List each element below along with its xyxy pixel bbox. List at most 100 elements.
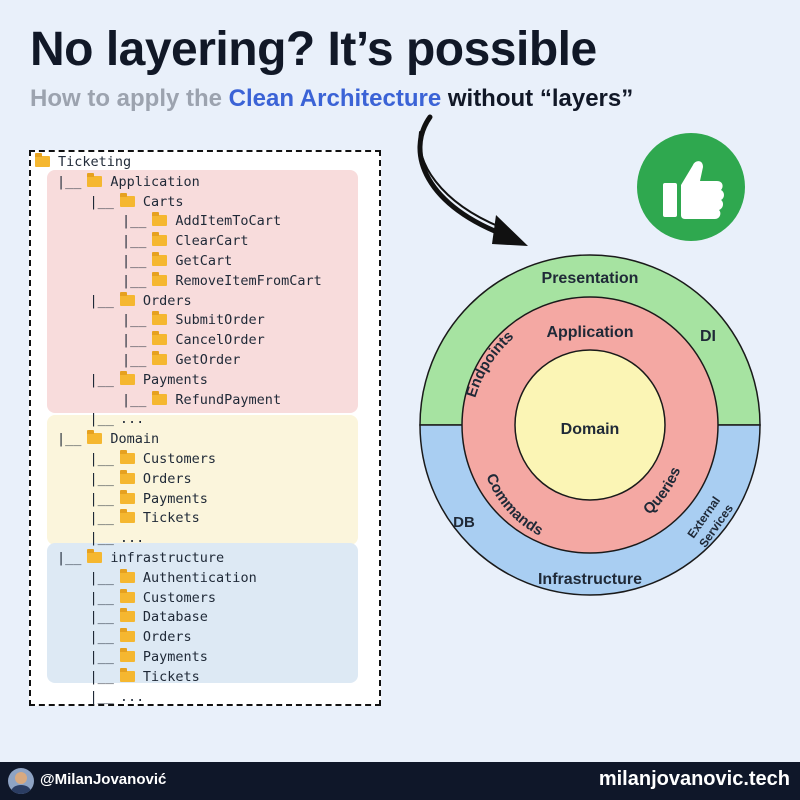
tree-row: |__ Payments (57, 370, 208, 390)
tree-connector: |__ (57, 510, 114, 527)
tree-label: AddItemToCart (175, 213, 282, 230)
subtitle-highlight: Clean Architecture (228, 85, 442, 112)
tree-row: |__ AddItemToCart (57, 211, 281, 231)
folder-icon (87, 549, 103, 563)
page-title: No layering? It’s possible (30, 23, 597, 76)
folder-icon (119, 648, 135, 662)
tree-label: CancelOrder (175, 332, 265, 349)
tree-row: |__ Tickets (57, 508, 200, 528)
tree-connector: |__ (57, 589, 114, 606)
di-label: DI (700, 328, 716, 345)
tree-row: |__ Customers (57, 588, 216, 608)
folder-tree-panel: Ticketing|__Application |__Carts |__AddI… (29, 150, 381, 706)
tree-connector: |__ (57, 213, 147, 230)
tree-connector: |__ (57, 668, 114, 685)
tree-connector: |__ (57, 371, 114, 388)
tree-row: |__ SubmitOrder (57, 310, 265, 330)
tree-label: Orders (142, 629, 192, 646)
tree-label: Customers (142, 451, 217, 467)
tree-connector: |__ (57, 550, 82, 566)
tree-label: SubmitOrder (175, 312, 265, 329)
tree-label: Payments (142, 371, 208, 388)
tree-row: |__ RefundPayment (57, 390, 281, 410)
tree-label: Customers (142, 589, 217, 606)
tree-row: |__Orders (57, 291, 192, 311)
application-label: Application (546, 324, 633, 341)
tree-label: Ticketing (58, 154, 132, 170)
infrastructure-group-highlight (47, 543, 358, 683)
curved-arrow-icon (417, 114, 528, 246)
tree-row: |__... (57, 528, 145, 548)
tree-label: RefundPayment (175, 391, 282, 408)
tree-connector: |__ (57, 193, 114, 210)
infrastructure-label: Infrastructure (538, 571, 642, 588)
tree-label: ... (119, 411, 145, 428)
tree-connector: |__ (57, 391, 147, 408)
tree-label: GetCart (175, 253, 233, 269)
tree-row: |__ Payments (57, 489, 208, 509)
subtitle-prefix: How to apply the (30, 85, 229, 112)
folder-icon (119, 509, 135, 524)
tree-row: |__ Customers (57, 449, 216, 469)
tree-label: Application (110, 173, 200, 190)
tree-connector: |__ (57, 173, 82, 190)
tree-connector: |__ (57, 629, 114, 646)
folder-icon (119, 588, 135, 603)
folder-icon (152, 232, 168, 247)
thumbs-up-icon (637, 133, 745, 241)
tree-row: |__Domain (57, 429, 159, 449)
domain-label: Domain (561, 421, 620, 438)
tree-connector: |__ (57, 530, 114, 547)
folder-icon (119, 489, 135, 504)
tree-label: ClearCart (175, 233, 249, 250)
folder-icon (152, 212, 168, 227)
tree-connector: |__ (57, 312, 147, 329)
tree-connector: |__ (57, 253, 147, 269)
tree-row: |__ infrastructure (57, 548, 224, 568)
folder-icon (152, 271, 168, 286)
tree-connector: |__ (57, 688, 114, 705)
folder-icon (119, 469, 135, 484)
db-label: DB (453, 514, 475, 531)
tree-connector: |__ (57, 609, 114, 626)
folder-icon (119, 291, 135, 306)
tree-row: |__ Application (57, 172, 200, 192)
tree-label: Payments (142, 490, 208, 507)
tree-label: Domain (110, 431, 160, 448)
tree-row: |__ GetCart (57, 251, 232, 271)
folder-icon (87, 172, 103, 187)
tree-connector: |__ (57, 490, 114, 507)
folder-icon (152, 390, 168, 405)
tree-row: |__ClearCart (57, 231, 249, 251)
tree-row: |__... (57, 687, 145, 707)
folder-icon (119, 608, 135, 623)
tree-connector: |__ (57, 451, 114, 467)
footer-bar: @MilanJovanović milanjovanovic.tech (0, 762, 800, 800)
avatar (8, 768, 34, 794)
folder-icon (119, 568, 135, 583)
tree-label: Authentication (142, 569, 257, 586)
folder-icon (35, 153, 50, 167)
tree-connector: |__ (57, 272, 147, 289)
folder-icon (119, 628, 135, 643)
presentation-label: Presentation (542, 270, 639, 287)
tree-label: Tickets (142, 510, 200, 527)
tree-row: Ticketing (35, 152, 131, 172)
tree-row: |__Orders (57, 469, 192, 489)
folder-icon (87, 430, 103, 445)
folder-icon (152, 311, 168, 326)
tree-label: Tickets (142, 668, 200, 685)
author-handle: @MilanJovanović (40, 771, 167, 788)
tree-label: infrastructure (110, 550, 225, 566)
folder-icon (152, 252, 168, 266)
folder-icon (152, 351, 168, 365)
tree-row: |__CancelOrder (57, 330, 265, 350)
tree-connector: |__ (57, 569, 114, 586)
tree-row: |__GetOrder (57, 350, 240, 370)
tree-label: RemoveItemFromCart (175, 272, 322, 289)
tree-label: Payments (142, 649, 208, 665)
tree-label: ... (119, 530, 145, 547)
tree-label: Orders (142, 470, 192, 487)
tree-label: Orders (142, 292, 192, 309)
folder-icon (119, 192, 135, 207)
